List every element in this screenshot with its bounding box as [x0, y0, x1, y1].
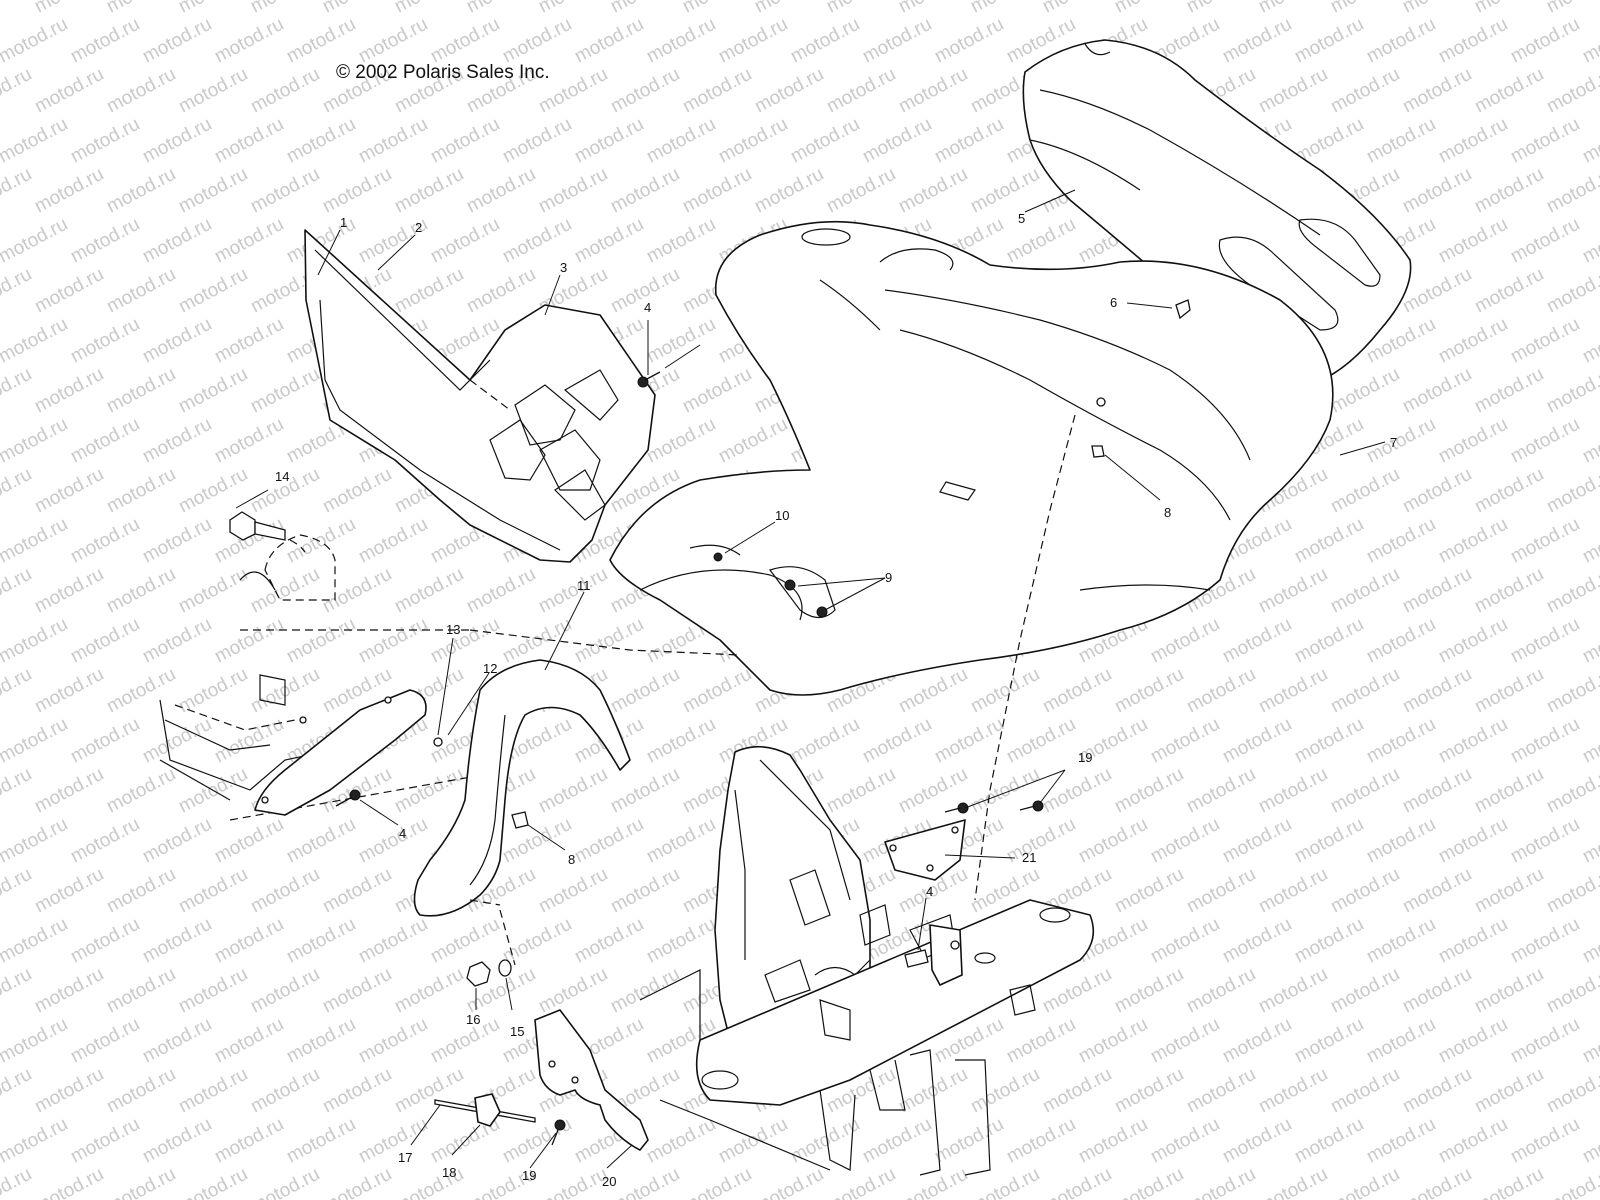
copyright-notice: © 2002 Polaris Sales Inc.: [336, 62, 550, 83]
clip-18: [474, 1093, 501, 1127]
nut-8-upper: [1091, 445, 1105, 458]
part-triangle-bracket: [884, 819, 966, 881]
callout-7: 7: [1390, 435, 1397, 450]
nut-9b: [816, 606, 828, 618]
nut-8-lower: [511, 811, 529, 829]
callout-4-mid: 4: [399, 826, 406, 841]
hardware-items: [229, 299, 1191, 1146]
callout-2: 2: [415, 220, 422, 235]
callout-5: 5: [1018, 211, 1025, 226]
leader-lines: [235, 189, 1386, 1169]
callout-11: 11: [577, 578, 591, 593]
callout-8-lower: 8: [568, 852, 575, 867]
callout-15: 15: [510, 1024, 524, 1039]
screw-19-lower: [551, 1119, 566, 1146]
callout-4: 4: [644, 300, 651, 315]
screw-10: [713, 552, 723, 562]
part-front-frame: [639, 745, 1095, 1176]
part-mud-flap: [534, 1009, 649, 1151]
screw-4-mid: [335, 789, 361, 807]
callout-1: 1: [340, 215, 347, 230]
callout-labels: 1 2 3 4 5 6 7 8 9 10 11 12 13 14 4 8 19 …: [275, 211, 1397, 1189]
callout-3: 3: [560, 260, 567, 275]
part-rear-fender: [609, 220, 1334, 696]
callout-14: 14: [275, 469, 289, 484]
callout-21: 21: [1022, 850, 1036, 865]
pin-4-lower: [904, 924, 963, 986]
callout-12: 12: [483, 661, 497, 676]
callout-6: 6: [1110, 295, 1117, 310]
nut-9a: [784, 579, 796, 591]
callout-4-lower: 4: [926, 884, 933, 899]
clip-6: [1175, 299, 1191, 320]
part-fender-flare: [413, 659, 631, 917]
bolt-14: [229, 511, 306, 553]
part-left-footwell: [304, 229, 656, 563]
callout-10: 10: [775, 508, 789, 523]
screws-19-upper: [944, 800, 1044, 814]
nut-16: [466, 961, 491, 987]
screw-4-upper: [637, 344, 701, 388]
callout-8: 8: [1164, 505, 1171, 520]
callout-18: 18: [442, 1165, 456, 1180]
part-footguard-bracket: [254, 689, 427, 816]
washer-13: [433, 737, 443, 747]
callout-9: 9: [885, 570, 892, 585]
callout-19-upper: 19: [1078, 750, 1092, 765]
callout-16: 16: [466, 1012, 480, 1027]
callout-20: 20: [602, 1174, 616, 1189]
part-rear-cover: [1022, 39, 1412, 388]
callout-13: 13: [446, 622, 460, 637]
washer-15: [498, 959, 512, 977]
callout-17: 17: [398, 1150, 412, 1165]
callout-19-lower: 19: [522, 1168, 536, 1183]
